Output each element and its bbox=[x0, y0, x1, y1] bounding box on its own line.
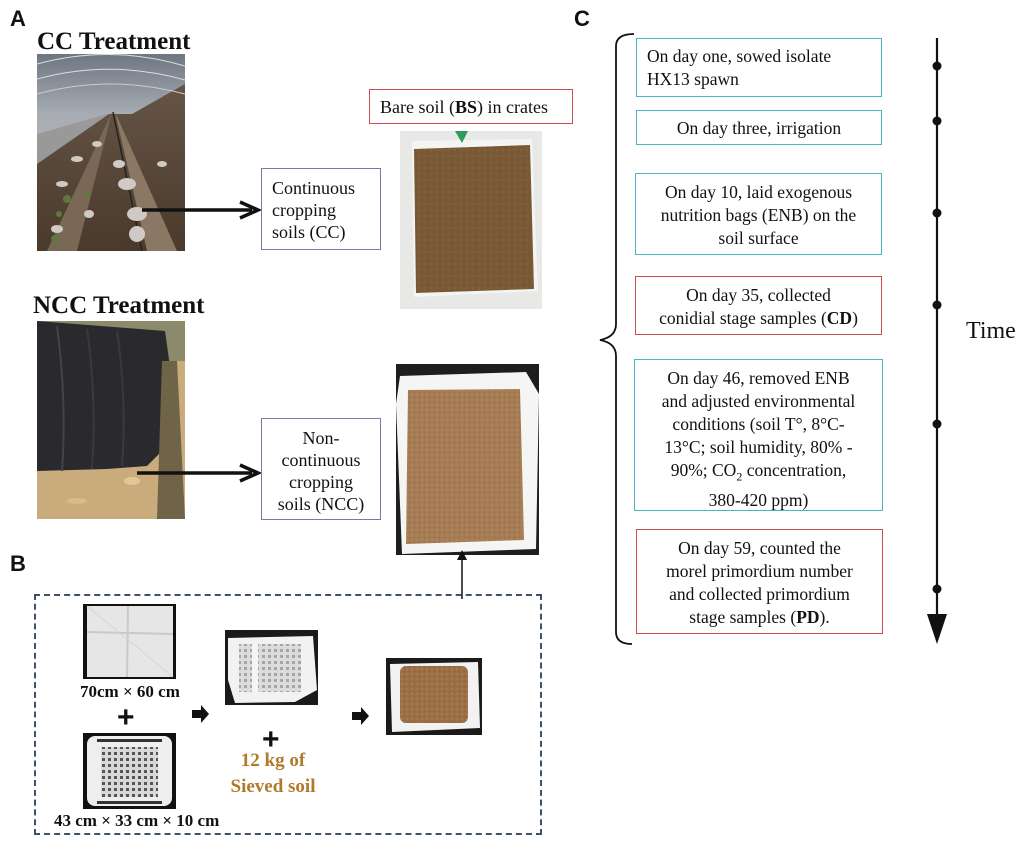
step-6-line-3: and collected primordium bbox=[669, 584, 850, 604]
sieved-soil-line-1: 12 kg of bbox=[240, 750, 306, 771]
timeline-dot-3 bbox=[932, 208, 942, 218]
step-arrow-icon-2 bbox=[352, 707, 369, 725]
ncc-box-line-4: soils (NCC) bbox=[277, 494, 365, 514]
ncc-arrow bbox=[137, 463, 263, 483]
bare-soil-abbrev: BS bbox=[454, 97, 478, 117]
step-6-line-1: On day 59, counted the bbox=[678, 538, 841, 558]
plus-icon-1: + bbox=[117, 701, 135, 734]
cc-arrow bbox=[142, 200, 263, 220]
step-3-line-1: On day 10, laid exogenous bbox=[664, 182, 853, 202]
ncc-soil-crate-photo bbox=[396, 364, 539, 555]
bare-soil-prefix: Bare soil ( bbox=[380, 97, 455, 117]
ncc-box-line-3: cropping bbox=[289, 472, 353, 492]
timeline-dot-2 bbox=[932, 116, 942, 126]
timeline-step-4: On day 35, collected conidial stage samp… bbox=[635, 276, 882, 335]
step-5-line-3: conditions (soil T°, 8°C- bbox=[672, 414, 845, 434]
plastic-crate-photo bbox=[83, 733, 176, 809]
bare-soil-crate-photo bbox=[400, 131, 542, 309]
ncc-box-line-2: continuous bbox=[281, 450, 361, 470]
plus-icon-2: + bbox=[262, 723, 280, 756]
cc-box-line-3: soils (CC) bbox=[272, 222, 346, 242]
ncc-field-photo bbox=[37, 321, 185, 519]
step-5-line-5: 90%; CO2 concentration, bbox=[670, 460, 847, 484]
timeline-step-3: On day 10, laid exogenous nutrition bags… bbox=[635, 173, 882, 255]
ncc-treatment-title: NCC Treatment bbox=[33, 292, 205, 319]
timeline-step-2: On day three, irrigation bbox=[636, 110, 882, 145]
nonwoven-cloth-photo bbox=[83, 604, 176, 679]
cloth-size-caption: 70cm × 60 cm bbox=[80, 682, 180, 701]
step-6-line-2: morel primordium number bbox=[666, 561, 853, 581]
timeline-dot-4 bbox=[932, 300, 942, 310]
step-5-line-2: and adjusted environmental bbox=[661, 391, 856, 411]
panel-label-b: B bbox=[10, 551, 26, 576]
step-arrow-icon-1 bbox=[192, 705, 209, 723]
filled-crate-photo bbox=[386, 658, 482, 735]
step-1-line-2: HX13 spawn bbox=[647, 69, 739, 89]
timeline-dot-6 bbox=[932, 584, 942, 594]
time-label: Time bbox=[966, 318, 1016, 344]
step-4-line-2: conidial stage samples (CD) bbox=[659, 308, 858, 328]
cc-field-photo bbox=[37, 54, 185, 251]
cc-box-line-1: Continuous bbox=[272, 178, 356, 198]
timeline-dot-1 bbox=[932, 61, 942, 71]
timeline-step-6: On day 59, counted the morel primordium … bbox=[636, 529, 883, 634]
bare-soil-label: Bare soil (BS) in crates bbox=[369, 89, 573, 124]
step-6-line-4: stage samples (PD). bbox=[689, 607, 830, 627]
crate-size-caption: 43 cm × 33 cm × 10 cm bbox=[54, 811, 220, 830]
cc-soils-box: Continuous cropping soils (CC) bbox=[261, 168, 381, 250]
ncc-box-line-1: Non- bbox=[302, 428, 340, 448]
cc-box-line-2: cropping bbox=[272, 200, 336, 220]
sieved-soil-label: 12 kg of Sieved soil bbox=[226, 748, 320, 800]
timeline-step-1: On day one, sowed isolate HX13 spawn bbox=[636, 38, 882, 97]
time-axis bbox=[927, 38, 947, 644]
time-axis-arrowhead bbox=[927, 614, 947, 644]
ncc-soils-box: Non- continuous cropping soils (NCC) bbox=[261, 418, 381, 520]
pd-abbrev: PD bbox=[796, 607, 820, 627]
step-5-line-4: 13°C; soil humidity, 80% - bbox=[664, 437, 853, 457]
step-3-line-2: nutrition bags (ENB) on the bbox=[660, 205, 857, 225]
step-5-line-6: 380-420 ppm) bbox=[708, 489, 809, 510]
cd-abbrev: CD bbox=[826, 308, 853, 328]
step-2-line-1: On day three, irrigation bbox=[676, 118, 842, 138]
timeline-step-5: On day 46, removed ENB and adjusted envi… bbox=[634, 359, 883, 511]
panel-label-a: A bbox=[10, 6, 26, 31]
step-3-line-3: soil surface bbox=[718, 228, 799, 248]
crate-preparation-box bbox=[34, 594, 542, 835]
cc-treatment-title: CC Treatment bbox=[37, 28, 191, 55]
step-4-line-1: On day 35, collected bbox=[686, 285, 831, 305]
panel-label-c: C bbox=[574, 6, 590, 31]
bare-soil-suffix: ) in crates bbox=[477, 97, 548, 117]
sieved-soil-line-2: Sieved soil bbox=[230, 776, 316, 797]
step-1-line-1: On day one, sowed isolate bbox=[647, 46, 832, 66]
step-5-line-1: On day 46, removed ENB bbox=[667, 368, 850, 388]
timeline-dot-5 bbox=[932, 419, 942, 429]
lined-crate-photo bbox=[225, 630, 318, 705]
b-to-crate-arrow bbox=[457, 550, 467, 599]
timeline-brace bbox=[599, 33, 635, 645]
